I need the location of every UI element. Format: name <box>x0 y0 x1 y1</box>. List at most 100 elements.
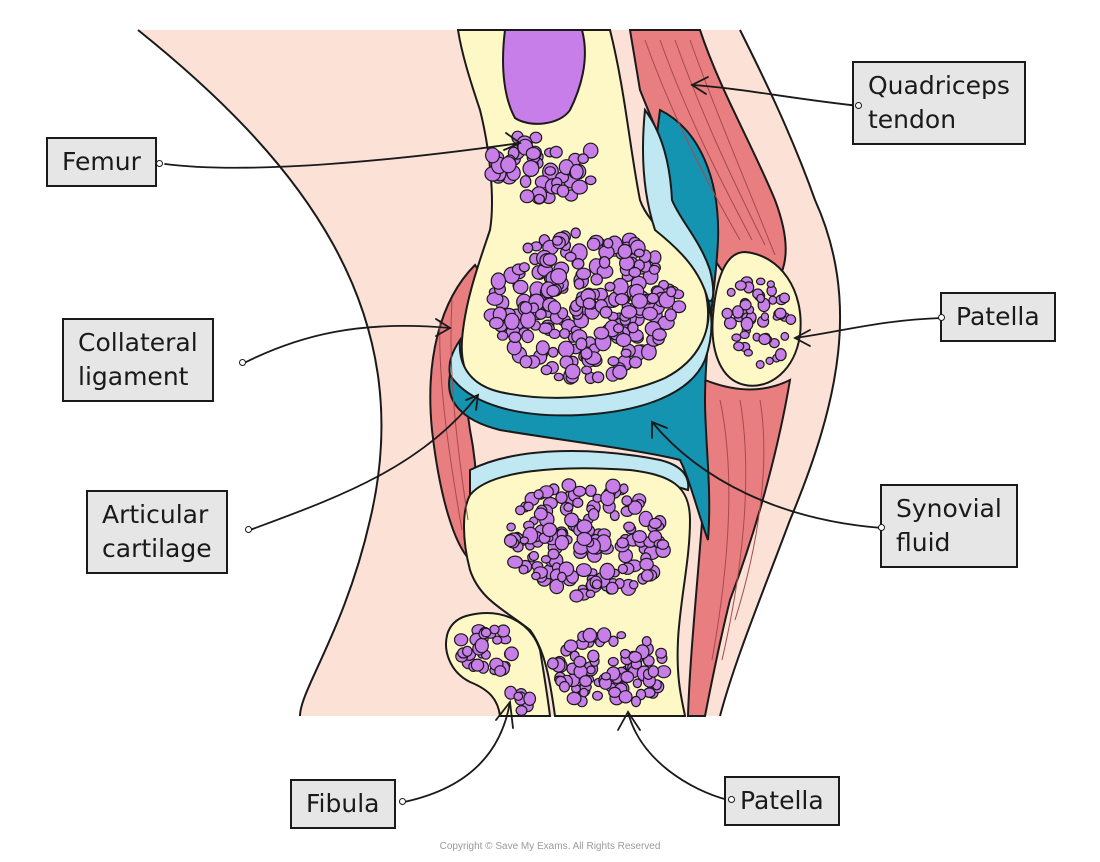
bone-pore <box>620 305 638 319</box>
bone-pore <box>617 563 629 575</box>
arrow-femur <box>503 132 522 151</box>
bone-pore <box>774 348 787 362</box>
pointer-articular <box>249 394 479 531</box>
bone-pore <box>591 371 605 384</box>
bone-pore <box>723 316 737 330</box>
arrow-fibula <box>495 699 514 729</box>
bone-pore <box>604 281 616 292</box>
bone-pore <box>591 690 603 701</box>
bone-pore <box>607 656 619 667</box>
bone-pore <box>523 691 537 707</box>
bone-pore <box>564 251 577 262</box>
arrow-patella-upper <box>793 329 811 347</box>
bone-pore <box>584 175 597 186</box>
bone-pore <box>620 670 635 684</box>
bone-pore <box>648 517 663 530</box>
bone-pore <box>518 564 529 575</box>
bone-pore <box>627 321 639 334</box>
bone-pore <box>726 287 736 297</box>
bone-pore <box>540 554 552 564</box>
pointer-fibula <box>403 701 511 803</box>
bone-pore <box>519 301 533 315</box>
label-patella-upper-line-1: Patella <box>956 302 1040 331</box>
bone-pore <box>632 678 643 689</box>
bone-pore <box>614 293 629 306</box>
bone-pore <box>632 529 647 543</box>
bone-pore <box>641 306 658 321</box>
label-quadriceps-line-1: Quadriceps <box>868 71 1010 100</box>
bone-pore <box>609 510 620 522</box>
bone-pore <box>531 571 541 581</box>
bone-pore <box>573 278 585 290</box>
bone-pore <box>596 627 612 643</box>
bone-pore <box>549 145 563 159</box>
patellar-ligament-shape <box>686 378 792 717</box>
bone-pore <box>566 691 582 706</box>
bone-pore <box>774 307 787 319</box>
bone-pore <box>739 299 752 311</box>
label-synovial-fluid: Synovial fluid <box>880 484 1018 568</box>
bone-pore <box>571 179 588 195</box>
bone-pore <box>590 273 603 286</box>
bone-pore <box>731 333 742 342</box>
bone-pore <box>554 534 570 551</box>
label-fibula: Fibula <box>290 779 396 829</box>
bone-pore <box>485 147 501 164</box>
bone-pore <box>523 501 534 512</box>
bone-pore <box>547 657 559 670</box>
bone-pore <box>627 500 643 515</box>
bone-pore <box>628 651 642 663</box>
label-articular-line-2: cartilage <box>102 534 212 563</box>
label-patella-lower-line-1: Patella <box>740 786 824 815</box>
bone-pore <box>630 695 642 708</box>
bone-pore <box>550 267 568 285</box>
bone-pore <box>512 279 529 295</box>
bone-pore <box>508 331 522 343</box>
femur-cartilage <box>448 299 713 417</box>
bone-pore <box>570 227 581 239</box>
arrow-patella-lower <box>617 710 641 731</box>
bone-pore <box>569 589 584 603</box>
bone-pore <box>559 328 571 340</box>
label-femur-pin <box>156 160 163 167</box>
bone-pore <box>519 536 530 545</box>
bone-pore <box>519 310 536 329</box>
label-collateral-pin <box>239 359 246 366</box>
bone-pore <box>600 672 612 681</box>
bone-pore <box>656 539 670 550</box>
label-femur: Femur <box>46 137 157 187</box>
bone-pore <box>503 534 518 548</box>
bone-pore <box>513 691 524 701</box>
bone-pore <box>558 680 570 693</box>
bone-pore <box>563 502 574 512</box>
bone-pore <box>575 267 592 280</box>
femur-marrow <box>502 29 586 125</box>
bone-pore <box>760 312 770 322</box>
bone-pore <box>615 332 632 348</box>
label-quadriceps-line-2: tendon <box>868 105 957 134</box>
bone-pore <box>598 256 611 269</box>
bone-pore <box>616 631 627 640</box>
arrow-quadriceps <box>690 76 709 95</box>
label-collateral-line-1: Collateral <box>78 328 198 357</box>
bone-pore <box>587 508 600 521</box>
bone-pore <box>533 489 544 500</box>
bone-pore <box>453 633 469 647</box>
bone-pore <box>519 355 533 369</box>
bone-pore <box>507 555 524 569</box>
bone-pore <box>756 293 765 304</box>
bone-pore <box>546 284 560 298</box>
bone-pore <box>739 330 750 340</box>
bone-pore <box>582 297 596 310</box>
pointer-quadriceps <box>691 84 861 107</box>
label-articular-pin <box>245 526 252 533</box>
bone-pore <box>743 348 754 357</box>
label-articular-cartilage: Articular cartilage <box>86 490 228 574</box>
bone-pore <box>734 280 747 291</box>
bone-pore <box>778 292 790 304</box>
bone-pore <box>492 635 503 645</box>
label-collateral-ligament: Collateral ligament <box>62 318 214 402</box>
bone-pore <box>575 337 588 351</box>
bone-pore <box>490 272 507 290</box>
